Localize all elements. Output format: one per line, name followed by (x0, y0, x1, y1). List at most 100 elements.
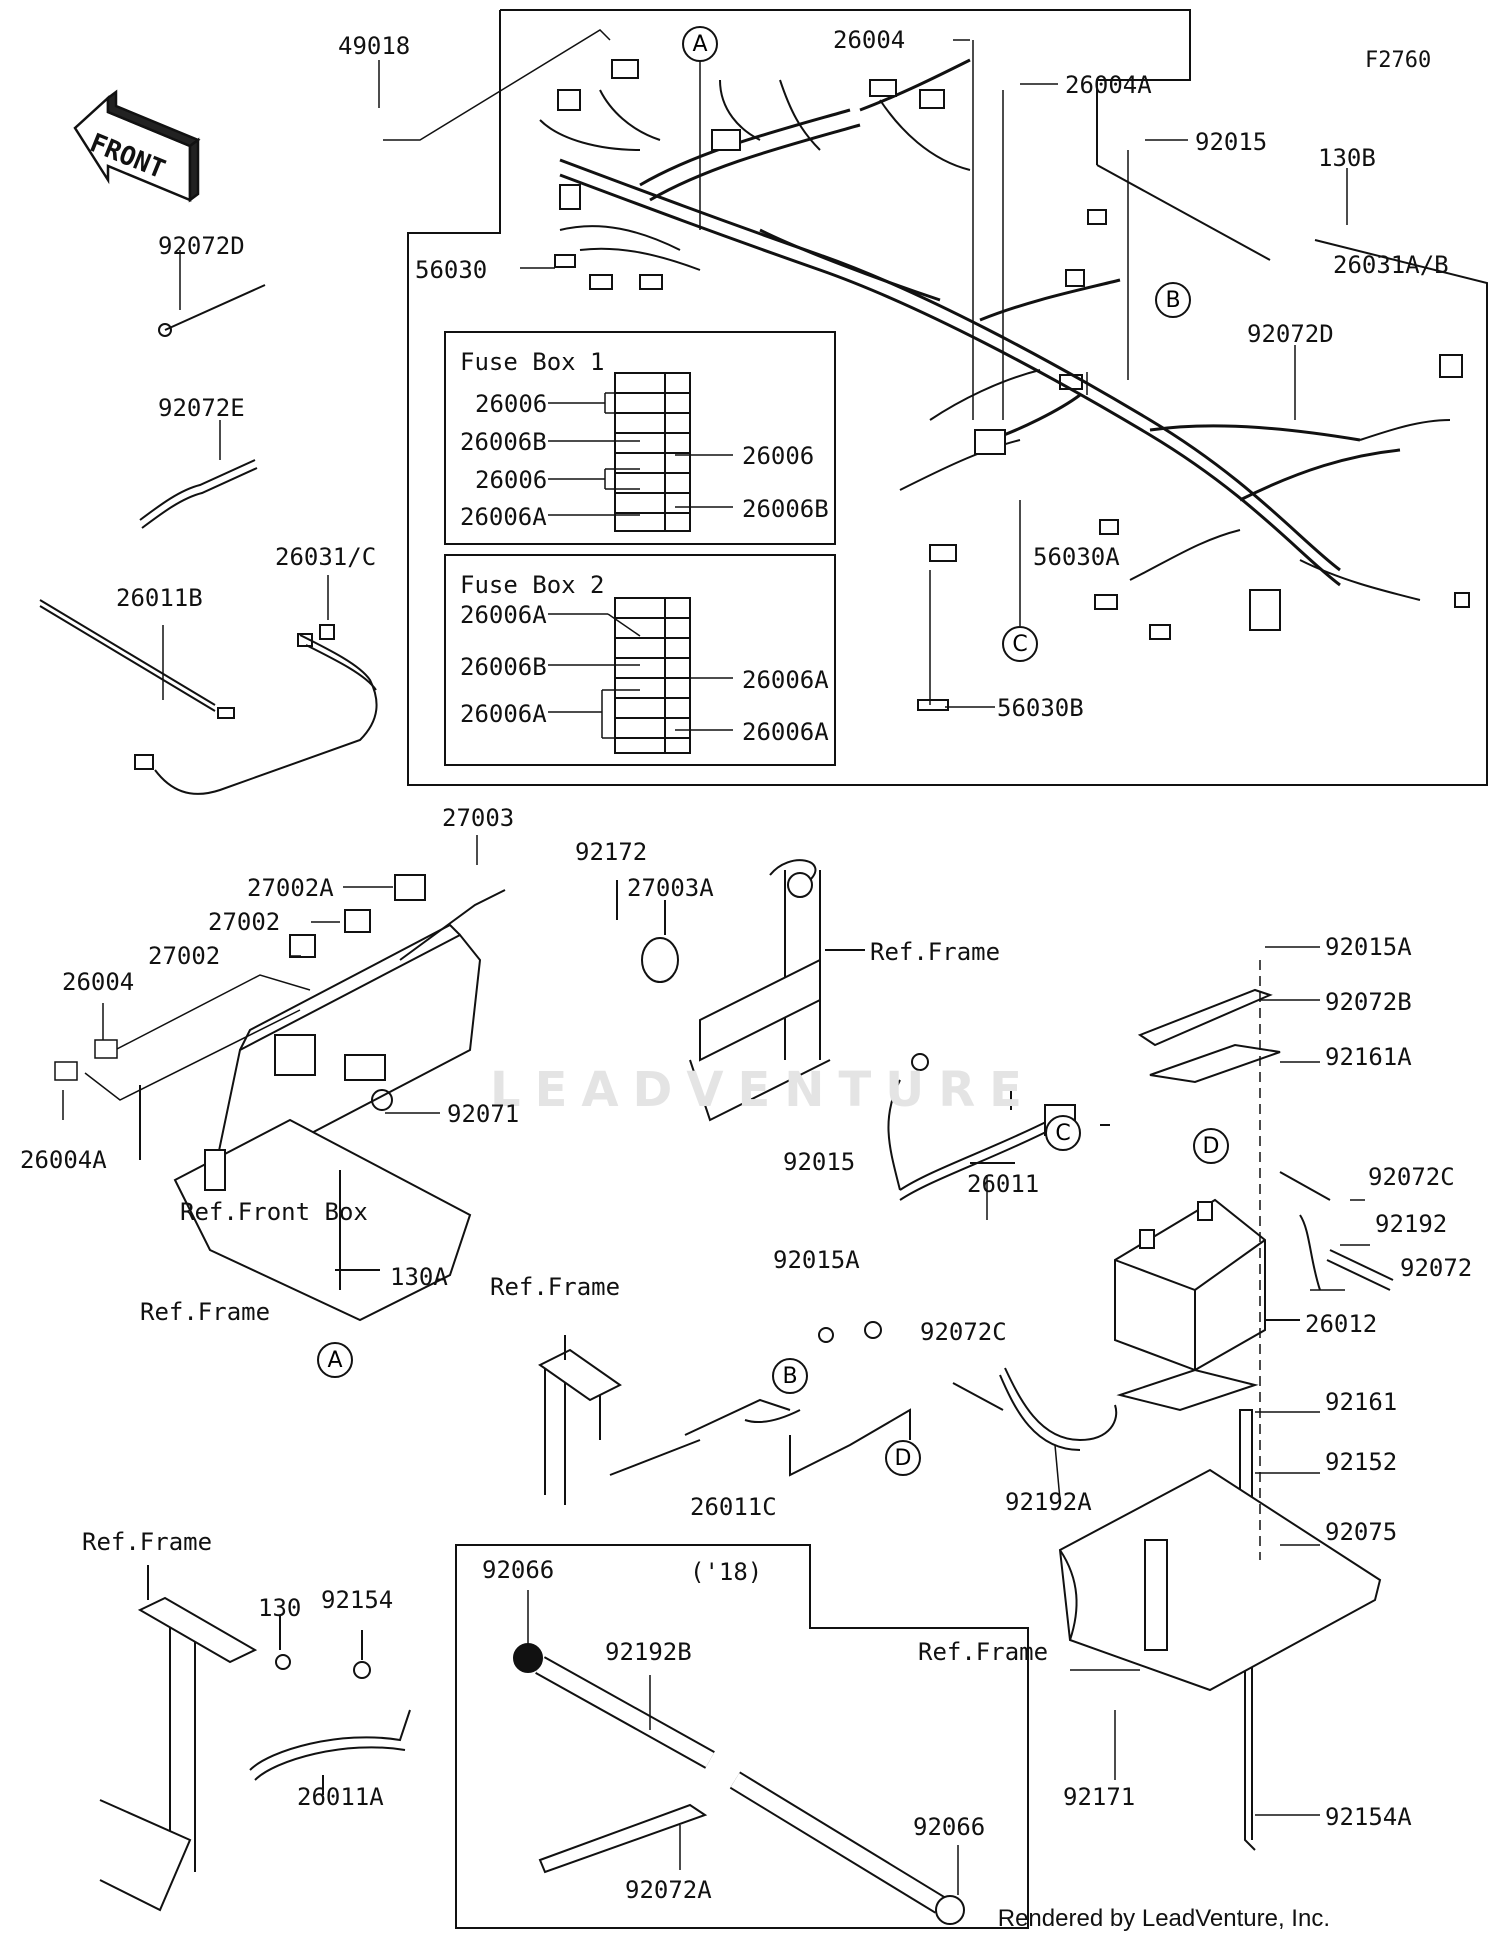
part-92072A[interactable]: 92072A (625, 1876, 712, 1904)
battery-26012 (1115, 1200, 1300, 1370)
cable-tie-92072C-right (1280, 1172, 1330, 1200)
part-92154[interactable]: 92154 (321, 1586, 394, 1614)
cable-tie-92072A (540, 1805, 705, 1872)
part-26011A[interactable]: 26011A (297, 1783, 384, 1811)
cable-92192 (1300, 1215, 1320, 1290)
ref-front-box: Ref.Front Box (180, 1198, 368, 1226)
fuse-box-2-left-1[interactable]: 26006A (460, 601, 547, 629)
part-130[interactable]: 130 (258, 1594, 302, 1622)
cable-tie-92072C-mid (953, 1383, 1003, 1410)
part-92072E[interactable]: 92072E (158, 394, 245, 422)
label-56030B-tag (918, 700, 948, 710)
leader-lines (163, 30, 1400, 707)
part-92192[interactable]: 92192 (1375, 1210, 1448, 1238)
harness-group-frame (500, 10, 1190, 165)
part-92172[interactable]: 92172 (575, 838, 648, 866)
part-92171[interactable]: 92171 (1063, 1783, 1136, 1811)
battery-leaders (987, 947, 1370, 1815)
watermark: LEADVENTURE (490, 1062, 1036, 1118)
part-26031AB[interactable]: 26031A/B (1333, 251, 1449, 279)
part-92066-top[interactable]: 92066 (482, 1556, 555, 1584)
part-92072D-left[interactable]: 92072D (158, 232, 245, 260)
main-harness (560, 60, 1400, 585)
battery-tray (1060, 1470, 1380, 1690)
fuse-box-1-leaders (548, 393, 733, 515)
part-92015A-top[interactable]: 92015A (1325, 933, 1412, 961)
callout-b-frame: B (772, 1358, 808, 1394)
part-92071[interactable]: 92071 (447, 1100, 520, 1128)
harness-connectors (558, 60, 1469, 639)
cable-tie-92072D-left (159, 285, 265, 336)
part-92192B[interactable]: 92192B (605, 1638, 692, 1666)
part-92015-top[interactable]: 92015 (1195, 128, 1268, 156)
fuse-box-2-frame (445, 555, 835, 765)
part-130A[interactable]: 130A (390, 1263, 448, 1291)
part-92161A[interactable]: 92161A (1325, 1043, 1412, 1071)
part-26004A-mid[interactable]: 26004A (20, 1146, 107, 1174)
fuse-box-1-left-4[interactable]: 26006A (460, 503, 547, 531)
ref-frame-tray: Ref.Frame (918, 1638, 1049, 1666)
part-92154A[interactable]: 92154A (1325, 1803, 1412, 1831)
part-92072C-mid[interactable]: 92072C (920, 1318, 1007, 1346)
part-92072D-right[interactable]: 92072D (1247, 320, 1334, 348)
part-92015A-mid[interactable]: 92015A (773, 1246, 860, 1274)
part-56030[interactable]: 56030 (415, 256, 488, 284)
cable-26031C (135, 625, 377, 794)
fuse-box-1-right-1[interactable]: 26006 (742, 442, 815, 470)
leader-92192A (1055, 1445, 1060, 1500)
fuse-box-1-right-2[interactable]: 26006B (742, 495, 829, 523)
leaders-front-box (55, 835, 477, 1195)
fuse-box-1-left-2[interactable]: 26006B (460, 428, 547, 456)
fuse-box-1-left-3[interactable]: 26006 (475, 466, 548, 494)
label-56030-tag (555, 255, 575, 267)
part-26004A-top[interactable]: 26004A (1065, 71, 1152, 99)
part-27002A[interactable]: 27002A (247, 874, 334, 902)
part-92075[interactable]: 92075 (1325, 1518, 1398, 1546)
part-27002-a[interactable]: 27002 (208, 908, 281, 936)
part-26011[interactable]: 26011 (967, 1170, 1040, 1198)
part-27003[interactable]: 27003 (442, 804, 515, 832)
fuse-box-2-right-1[interactable]: 26006A (742, 666, 829, 694)
part-26011C[interactable]: 26011C (690, 1493, 777, 1521)
fuse-box-2-left-3[interactable]: 26006A (460, 700, 547, 728)
cable-26011B (40, 600, 234, 718)
part-130B[interactable]: 130B (1318, 144, 1376, 172)
callout-a-top: A (682, 26, 718, 62)
part-27003A[interactable]: 27003A (627, 874, 714, 902)
callout-a-frame: A (317, 1342, 353, 1378)
callout-d-battery: D (1193, 1128, 1229, 1164)
part-92161[interactable]: 92161 (1325, 1388, 1398, 1416)
battery-strap-92072B (1140, 990, 1270, 1045)
part-92072C-right[interactable]: 92072C (1368, 1163, 1455, 1191)
fuse-box-2-leaders (548, 614, 733, 738)
part-27002-b[interactable]: 27002 (148, 942, 221, 970)
part-26012[interactable]: 26012 (1305, 1310, 1378, 1338)
fuse-box-2-body (615, 598, 690, 753)
part-92015-mid[interactable]: 92015 (783, 1148, 856, 1176)
frame-horn (617, 860, 865, 1120)
pad-92161 (1120, 1370, 1255, 1410)
part-56030A[interactable]: 56030A (1033, 543, 1120, 571)
part-92152[interactable]: 92152 (1325, 1448, 1398, 1476)
label-56030A-tag (1060, 375, 1082, 389)
part-92192A[interactable]: 92192A (1005, 1488, 1092, 1516)
cable-92192A (1000, 1368, 1116, 1450)
render-credit: Rendered by LeadVenture, Inc. (997, 1905, 1330, 1932)
part-26004-top[interactable]: 26004 (833, 26, 906, 54)
front-arrow (75, 92, 198, 200)
fuse-box-2-right-2[interactable]: 26006A (742, 718, 829, 746)
part-92072[interactable]: 92072 (1400, 1254, 1473, 1282)
fuse-box-2-left-2[interactable]: 26006B (460, 653, 547, 681)
part-26011B[interactable]: 26011B (116, 584, 203, 612)
ref-frame-center: Ref.Frame (490, 1273, 621, 1301)
part-92066-bottom[interactable]: 92066 (913, 1813, 986, 1841)
part-92072B[interactable]: 92072B (1325, 988, 1412, 1016)
frame-left-bottom (100, 1565, 410, 1910)
part-26004-mid[interactable]: 26004 (62, 968, 135, 996)
variant-18-frame (456, 1545, 1028, 1928)
fuse-box-1-left-1[interactable]: 26006 (475, 390, 548, 418)
part-26031C[interactable]: 26031/C (275, 543, 377, 571)
part-49018[interactable]: 49018 (338, 32, 411, 60)
part-56030B[interactable]: 56030B (997, 694, 1084, 722)
